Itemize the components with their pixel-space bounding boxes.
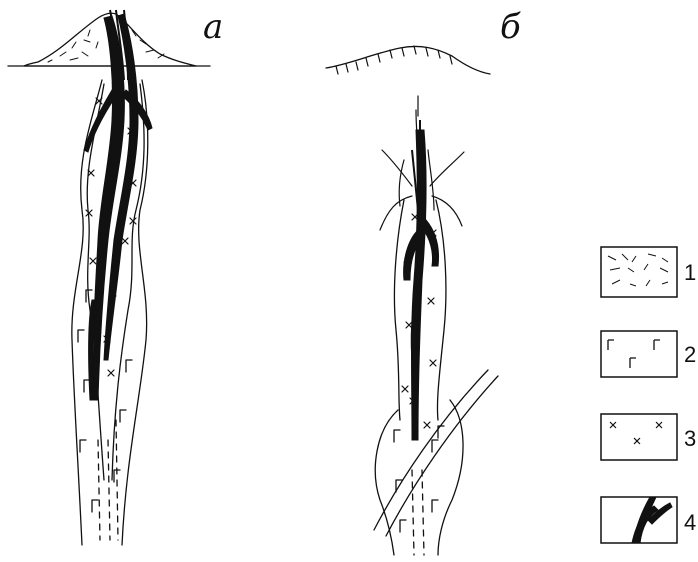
panel-a-dashed-channel-2 — [108, 440, 110, 540]
legend-number-3: 3 — [684, 428, 696, 450]
panel-b-upper-body-right — [436, 200, 446, 420]
legend-box-1-hatching — [608, 254, 668, 286]
panel-b-label: б — [500, 10, 521, 44]
panel-b-crosscut-dike-2 — [386, 376, 498, 536]
panel-a-dashed-channel-1 — [98, 440, 100, 540]
panel-a-drawing — [8, 13, 210, 545]
panel-a-diabase-symbols — [78, 290, 132, 512]
panel-b-surface-hatching — [336, 46, 452, 74]
panel-b-lower-dashed-2 — [422, 470, 424, 555]
panel-a-cone-hatching — [48, 30, 164, 62]
panel-a-label: a — [203, 10, 223, 44]
legend-box-3-symbols — [610, 422, 662, 444]
legend-box-1 — [601, 247, 677, 297]
legend-number-1: 1 — [684, 262, 696, 284]
panel-b-crosscut-dike-1 — [374, 370, 488, 530]
legend-box-2 — [601, 331, 677, 377]
legend-box-2-symbols — [608, 340, 660, 368]
panel-a-ore-bodies — [84, 14, 152, 400]
panel-b-surface-line — [326, 46, 490, 74]
panel-a-dashed-channel-3 — [116, 420, 118, 540]
legend-number-2: 2 — [684, 344, 696, 366]
legend — [601, 247, 677, 543]
panel-b-lower-dashed-1 — [412, 470, 414, 555]
panel-b-drawing — [326, 46, 498, 555]
legend-number-4: 4 — [684, 512, 696, 534]
panel-b-ore-bodies — [404, 130, 439, 440]
legend-box-4-ore — [632, 497, 672, 543]
legend-box-3 — [601, 414, 677, 460]
